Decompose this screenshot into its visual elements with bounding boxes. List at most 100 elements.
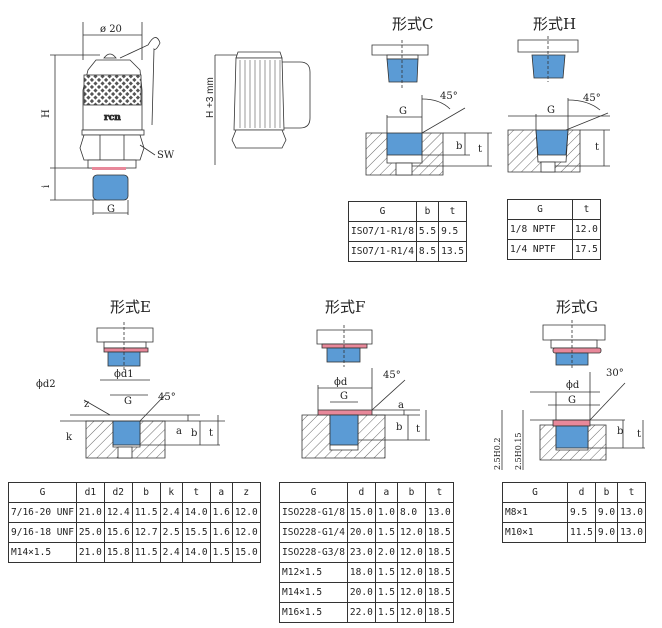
table-cell: ISO228-G1/8 [279,502,348,523]
form-h-drawing [507,36,610,173]
form-f-d-label: ϕd [334,377,348,388]
wrench-size-label: SW [157,150,175,161]
column-header: G [502,482,568,503]
table-cell: 2.4 [159,502,183,523]
table-cell: M8×1 [502,502,568,523]
table-cell: 8.0 [396,502,426,523]
table-cell: 7/16-20 UNF [8,502,77,523]
form-f-t-label: t [416,424,420,435]
form-f-drawing [301,325,430,459]
table-cell: 1.6 [209,502,233,523]
form-c-title: 形式C [392,15,433,33]
form-e-b-label: b [191,428,197,439]
table-cell: 20.0 [346,522,376,543]
table-cell: 12.0 [572,219,601,240]
table-cell: ISO228-G1/4 [279,522,348,543]
table-cell: 11.5 [131,502,161,523]
table-cell: M14×1.5 [8,542,77,563]
table-cell: 23.0 [346,542,376,563]
form-e-z-label: z [84,399,89,410]
form-g-t-label: t [637,429,641,440]
table-cell: 1.0 [374,502,398,523]
column-header: d [346,482,376,503]
table-cell: 15.5 [181,522,211,543]
table-cell: 1.5 [374,582,398,603]
form-c-t-label: t [478,144,482,155]
table-cell: 12.7 [131,522,161,543]
table-cell: 12.0 [396,562,426,583]
table-cell: 13.0 [617,502,646,523]
table-cell: 9.0 [594,502,619,523]
table-cell: 8.5 [415,241,440,262]
thread-label: G [107,204,115,215]
table-cell: M14×1.5 [279,582,348,603]
table-cell: 15.0 [231,542,261,563]
table-cell: 1.5 [374,522,398,543]
table-cell: 12.0 [396,542,426,563]
table-cell: 15.6 [103,522,133,543]
column-header: b [396,482,426,503]
table-cell: 17.5 [572,239,601,260]
form-e-drawing [60,322,225,459]
table-cell: 21.0 [75,502,105,523]
form-h-g-label: G [547,105,555,116]
table-cell: 1.6 [209,522,233,543]
table-cell: 12.0 [231,502,261,523]
table-cell: 15.0 [346,502,376,523]
table-cell: 18.5 [424,562,454,583]
form-f-g-label: G [340,391,348,402]
table-cell: 13.5 [438,241,467,262]
form-g-b-label: b [617,426,623,437]
diameter-label: ø 20 [100,24,122,35]
table-cell: 14.0 [181,542,211,563]
test-coupling-front-view: rcn [50,22,161,215]
table-cell: ISO228-G3/8 [279,542,348,563]
form-h-t-label: t [595,142,599,153]
table-cell: M12×1.5 [279,562,348,583]
form-g-title: 形式G [556,298,598,316]
form-e-a-label: a [176,426,182,437]
form-f-angle-label: 45° [383,370,401,381]
table-cell: 1.5 [374,602,398,623]
table-cell: 20.0 [346,582,376,603]
form-g-drawing [501,320,645,470]
form-e-title: 形式E [110,298,151,316]
column-header: d1 [75,482,105,503]
column-header: t [617,482,646,503]
form-c-drawing [365,40,492,176]
table-cell: 21.0 [75,542,105,563]
column-header: z [231,482,261,503]
table-cell: 15.8 [103,542,133,563]
table-cell: 25.0 [75,522,105,543]
column-header: G [507,199,573,220]
form-g-tolerance-1: 2.5H0.2 [493,438,502,470]
column-header: G [8,482,77,503]
table-cell: 12.4 [103,502,133,523]
svg-text:rcn: rcn [104,113,121,123]
height-label: H [41,109,52,118]
column-header: d [567,482,596,503]
table-cell: 18.5 [424,582,454,603]
table-cell: 18.5 [424,602,454,623]
column-header: b [594,482,619,503]
column-header: t [424,482,454,503]
column-header: G [279,482,348,503]
table-cell: 9.0 [594,522,619,543]
